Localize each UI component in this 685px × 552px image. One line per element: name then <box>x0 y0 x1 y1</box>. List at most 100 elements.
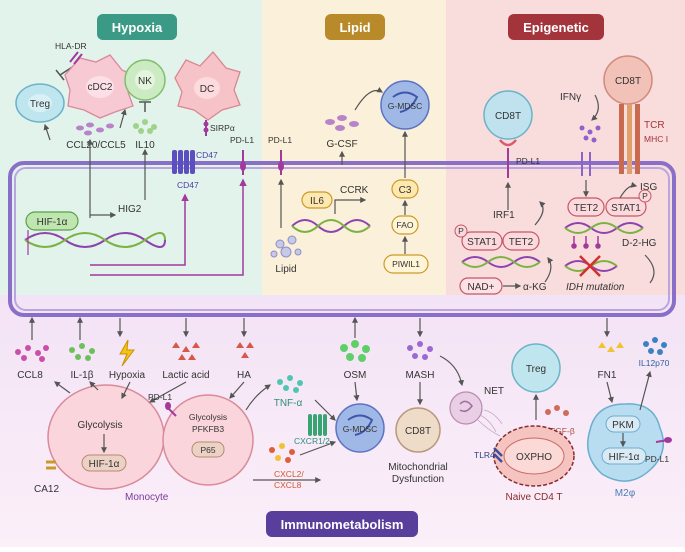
il6-box: IL6 <box>301 191 333 209</box>
nk-cell: NK <box>124 59 166 101</box>
epigenetic-title: Epigenetic <box>508 14 604 40</box>
svg-text:PD-L1: PD-L1 <box>230 135 254 145</box>
pdl1-receptor-monocyte: PD-L1 <box>148 392 177 417</box>
sirpa-receptor: SIRPα <box>203 120 235 136</box>
cd47-top-label: CD47 <box>196 150 218 160</box>
svg-text:Glycolysis: Glycolysis <box>77 420 122 431</box>
svg-text:OXPHO: OXPHO <box>516 452 552 463</box>
c3-box: C3 <box>391 179 419 199</box>
cd8t-cell-right: CD8T <box>603 55 653 105</box>
svg-text:TLR4: TLR4 <box>474 450 495 460</box>
hypoxia-panel <box>0 0 262 295</box>
svg-text:NK: NK <box>138 76 152 87</box>
methylation-marks <box>571 236 601 249</box>
fao-box: FAO <box>391 215 419 235</box>
svg-text:P: P <box>642 191 648 201</box>
lipid-title: Lipid <box>325 14 385 40</box>
akg-label: α-KG <box>523 282 547 293</box>
ccl-dots <box>76 122 114 136</box>
pdl1-receptor-m2: PD-L1 <box>645 437 672 464</box>
svg-text:Epigenetic: Epigenetic <box>523 20 589 35</box>
svg-text:PFKFB3: PFKFB3 <box>192 424 224 434</box>
lactic-dots <box>172 342 200 360</box>
gmdsc-cell-lipid: G-MDSC <box>380 80 430 130</box>
tcr-mhc-complex: TCR MHC I <box>619 104 668 174</box>
cxcl-dots <box>269 443 295 463</box>
svg-text:Lipid: Lipid <box>339 20 370 35</box>
tnfa-label: TNF-α <box>274 398 303 409</box>
gmdsc-cell-bottom: G-MDSC <box>335 403 385 453</box>
osm-dots <box>340 340 370 362</box>
svg-text:CD8T: CD8T <box>495 111 521 122</box>
svg-text:HLA-DR: HLA-DR <box>55 41 87 51</box>
nad-box: NAD+ <box>459 277 503 295</box>
svg-text:G-MDSC: G-MDSC <box>388 101 422 111</box>
naive-cd4-cell: OXPHO <box>493 425 575 487</box>
svg-text:Treg: Treg <box>30 99 50 110</box>
ca12-receptor: CA12 <box>34 460 59 495</box>
svg-text:IL6: IL6 <box>310 196 324 207</box>
svg-text:P65: P65 <box>200 445 215 455</box>
tgfb-dots <box>545 405 569 416</box>
fn1-label: FN1 <box>598 370 617 381</box>
tet2-right-box: TET2 <box>567 197 605 217</box>
pdl1-receptor-hypoxia: PD-L1 <box>230 135 254 175</box>
mito-label-1: Mitochondrial <box>388 462 447 473</box>
tet2-left-box: TET2 <box>502 231 540 251</box>
svg-text:G-MDSC: G-MDSC <box>343 424 377 434</box>
dna-lipid <box>291 219 371 233</box>
il12-dots <box>643 337 667 355</box>
il10-label: IL10 <box>135 140 155 151</box>
ccl-label: CCL20/CCL5 <box>66 140 126 151</box>
ccl8-label: CCL8 <box>17 370 43 381</box>
mito-label-2: Dysfunction <box>392 474 444 485</box>
svg-text:FAO: FAO <box>396 220 413 230</box>
treg-cell-top: Treg <box>15 83 65 123</box>
cxcr-receptor <box>308 414 327 436</box>
m2-cell: PKM HIF-1α <box>587 403 665 482</box>
cd47-channel <box>172 150 195 174</box>
hig2-label: HIG2 <box>118 204 142 215</box>
cdc2-cell: cDC2 <box>64 54 136 119</box>
cxcr-label: CXCR1/2 <box>294 436 330 446</box>
svg-text:STAT1: STAT1 <box>467 237 497 248</box>
gcsf-label: G-CSF <box>326 139 357 150</box>
svg-text:PKM: PKM <box>612 420 634 431</box>
hif1a-box: HIF-1α <box>25 211 79 231</box>
svg-text:STAT1: STAT1 <box>611 203 641 214</box>
dna-epigenetic-right <box>564 222 644 234</box>
svg-text:CD8T: CD8T <box>615 76 641 87</box>
svg-text:PD-L1: PD-L1 <box>148 392 172 402</box>
svg-text:CA12: CA12 <box>34 484 59 495</box>
gcsf-dots <box>325 115 359 131</box>
svg-text:PD-L1: PD-L1 <box>268 135 292 145</box>
ifng-label: IFNγ <box>560 92 581 103</box>
idh-label: IDH mutation <box>566 282 625 293</box>
net-cell <box>449 391 483 425</box>
tlr4-receptor: TLR4 <box>474 447 503 463</box>
svg-text:TET2: TET2 <box>509 237 534 248</box>
lipid-panel <box>262 0 446 295</box>
svg-text:MHC I: MHC I <box>644 134 668 144</box>
monocyte-cell-2: Glycolysis PFKFB3 P65 <box>162 394 254 486</box>
fn1-dots <box>598 342 624 352</box>
hypoxia-label: Hypoxia <box>109 370 146 381</box>
il12-label: IL12p70 <box>639 358 670 368</box>
irf1-label: IRF1 <box>493 210 515 221</box>
mash-dots <box>407 341 433 360</box>
il1b-dots <box>69 343 95 361</box>
cd8t-cell-bottom: CD8T <box>395 407 441 453</box>
d2hg-label: D-2-HG <box>622 238 657 249</box>
svg-text:SIRPα: SIRPα <box>210 123 235 133</box>
svg-text:Glycolysis: Glycolysis <box>189 412 227 422</box>
cxcl8-label: CXCL8 <box>274 480 302 490</box>
membrane-arrows <box>29 316 610 340</box>
epigenetic-panel <box>446 0 685 295</box>
svg-text:NAD+: NAD+ <box>468 282 495 293</box>
lipid-droplets <box>270 235 302 258</box>
cd8t-cell-left: CD8T <box>483 90 533 140</box>
svg-text:PD-L1: PD-L1 <box>516 156 540 166</box>
hla-dr-receptor: HLA-DR <box>55 41 87 65</box>
